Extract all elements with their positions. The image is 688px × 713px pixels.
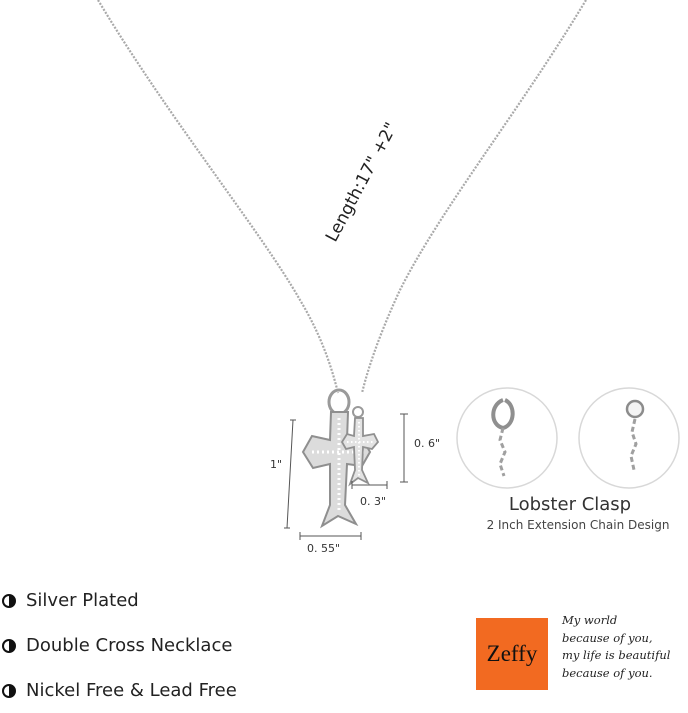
logo-text: Zeffy: [486, 641, 538, 666]
slogan-line: My world: [562, 613, 618, 627]
half-circle-icon: [2, 683, 16, 698]
small-cross-pendant: [340, 406, 380, 487]
large-cross-height: 1": [270, 458, 283, 471]
feature-item: Silver Plated: [2, 578, 237, 623]
brand-logo: Zeffy: [476, 618, 548, 690]
small-cross-height: 0. 6": [414, 437, 441, 450]
feature-list: Silver Plated Double Cross Necklace Nick…: [2, 578, 237, 713]
feature-label: Nickel Free & Lead Free: [26, 680, 237, 701]
bail-ring: [327, 388, 351, 416]
large-cross-width: 0. 55": [307, 542, 341, 555]
lobster-clasp-closeup: [456, 387, 558, 489]
half-circle-icon: [2, 593, 16, 608]
small-cross-width: 0. 3": [360, 495, 387, 508]
dimension-lines: [284, 413, 408, 540]
clasp-title: Lobster Clasp: [508, 494, 632, 515]
necklace-chain: [97, 0, 587, 394]
brand-slogan: My world because of you, my life is beau…: [562, 612, 670, 682]
feature-label: Silver Plated: [26, 590, 139, 611]
clasp-subtitle: 2 Inch Extension Chain Design: [486, 518, 670, 532]
slogan-line: because of you.: [562, 665, 653, 680]
half-circle-icon: [2, 638, 16, 653]
feature-item: Double Cross Necklace: [2, 623, 237, 668]
slogan-line: my life is beautiful: [562, 648, 671, 662]
slogan-line: because of you,: [562, 630, 653, 645]
product-photo: [97, 0, 680, 540]
feature-item: Nickel Free & Lead Free: [2, 668, 237, 713]
feature-label: Double Cross Necklace: [26, 635, 233, 656]
extension-chain-closeup: [578, 387, 680, 489]
